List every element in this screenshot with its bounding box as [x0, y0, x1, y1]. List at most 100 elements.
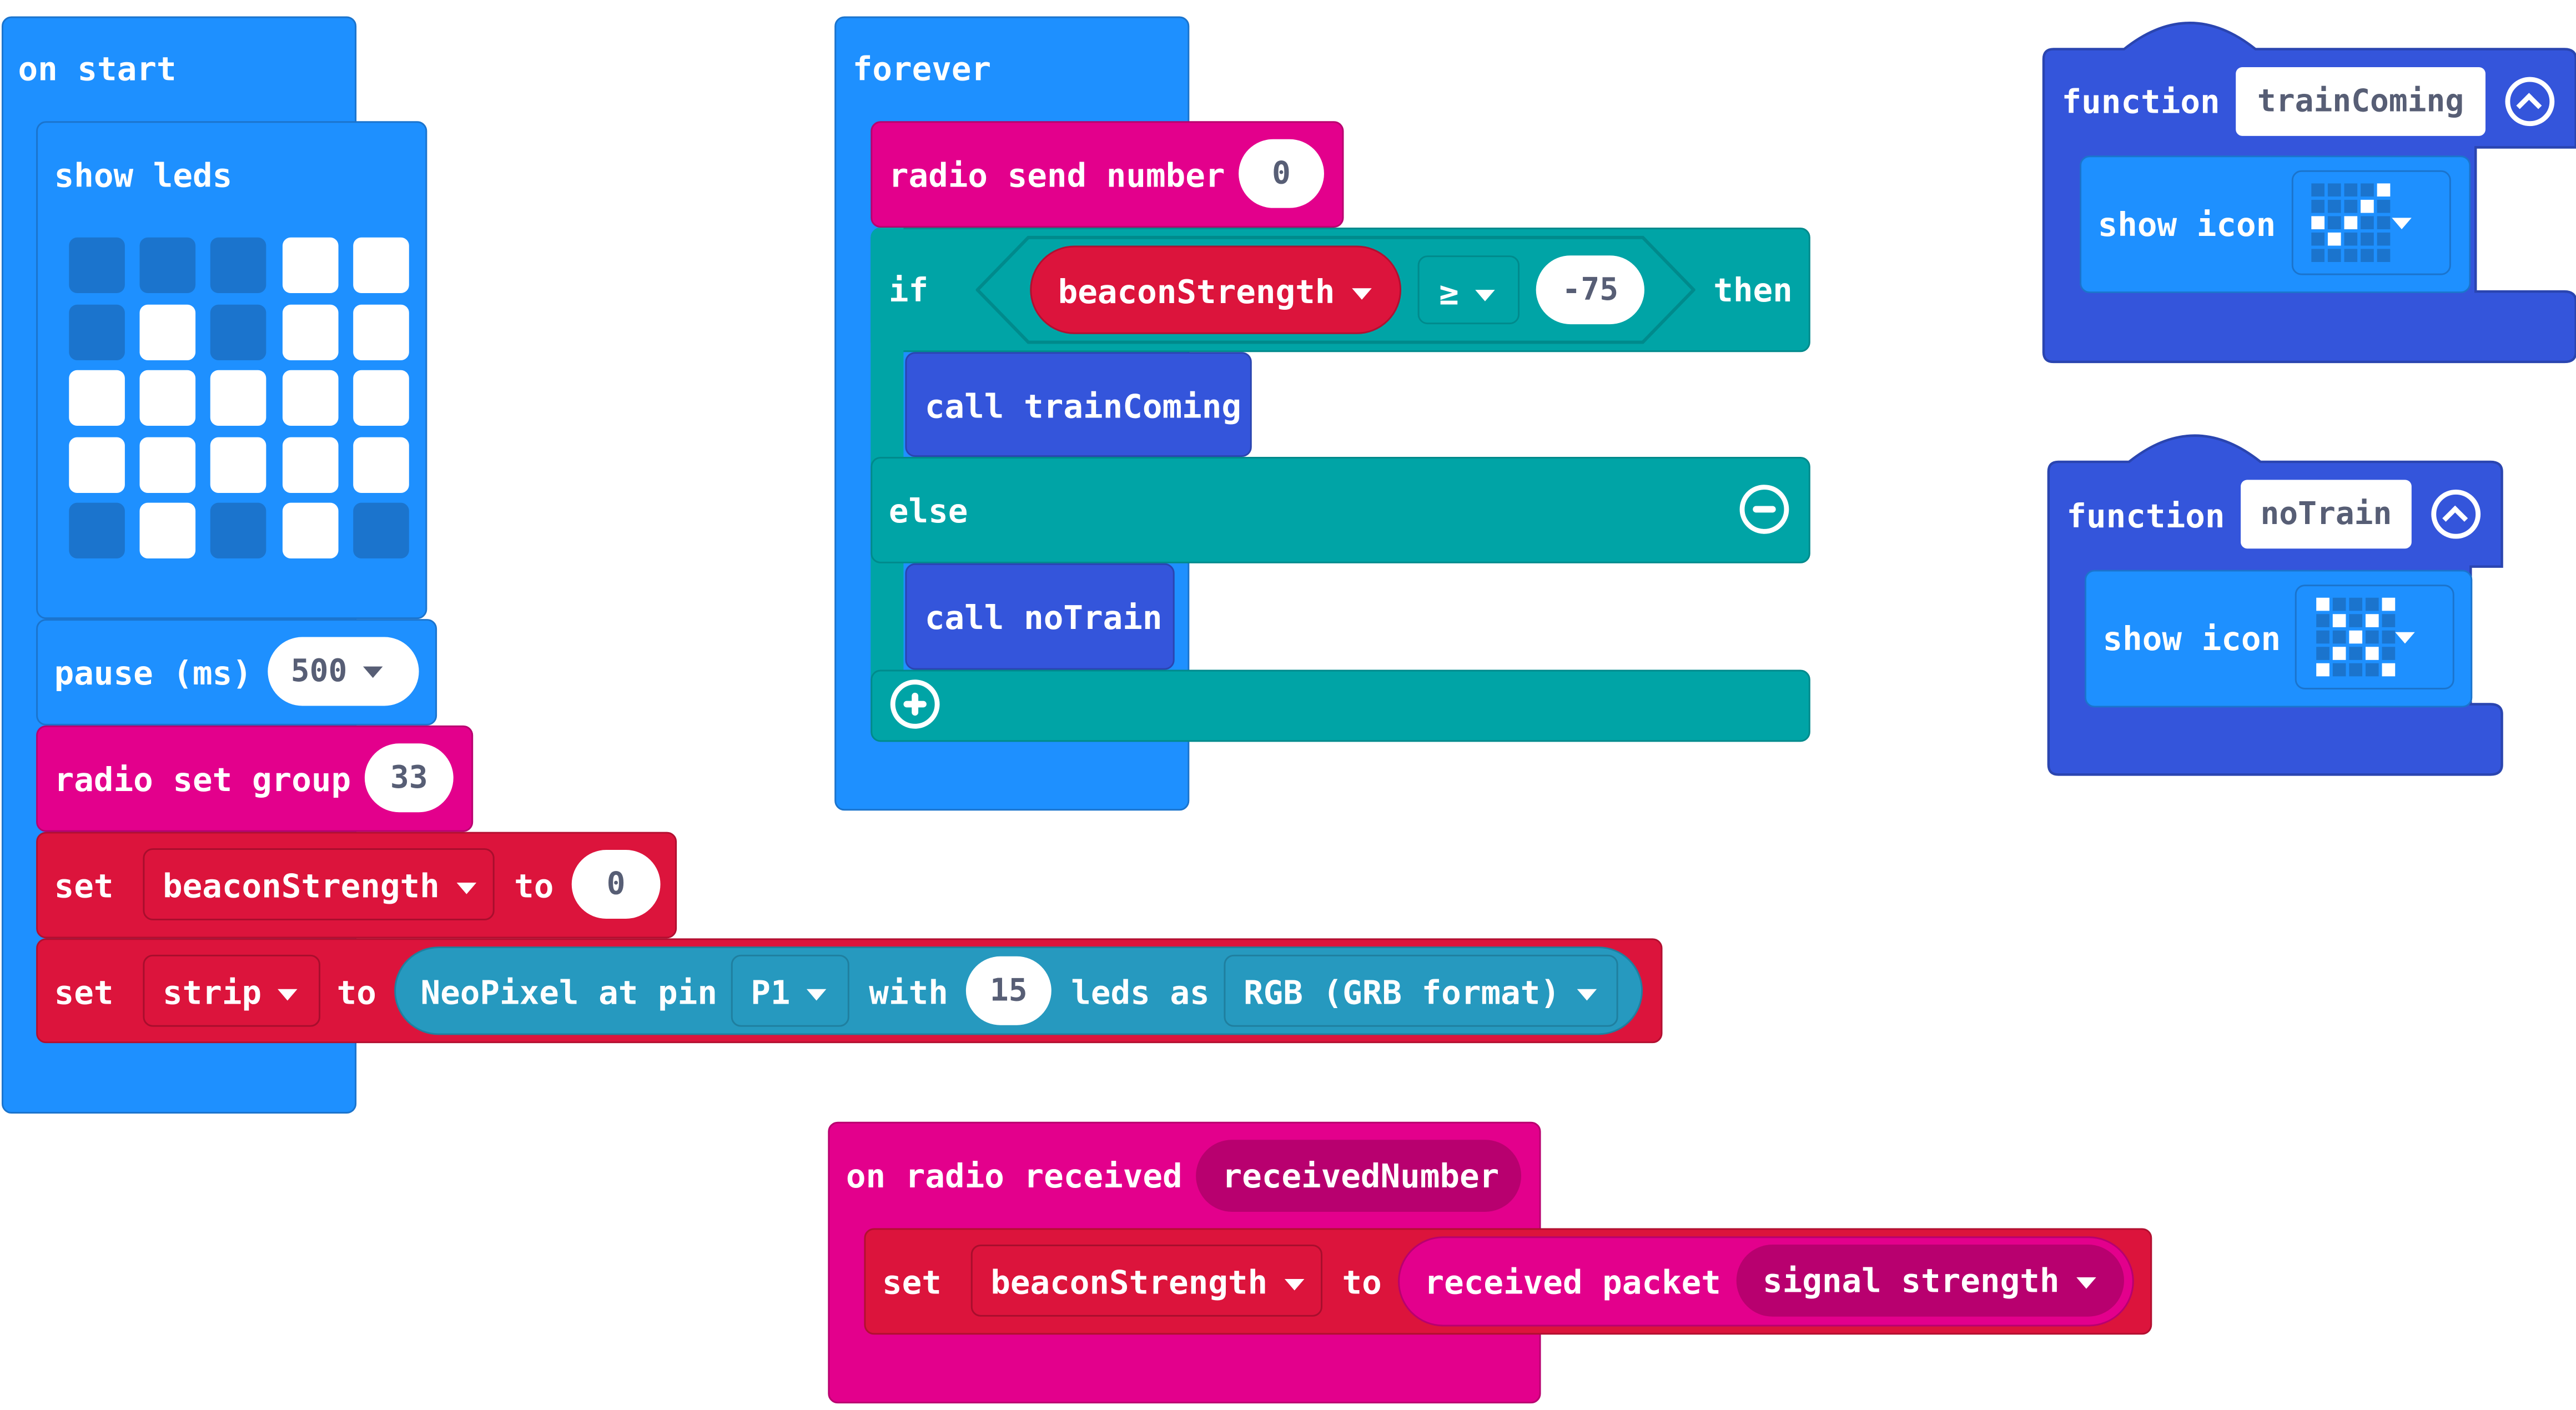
to-label: to [514, 866, 554, 906]
led-cell[interactable] [281, 370, 338, 426]
icon-pixel [2327, 249, 2341, 262]
led-cell[interactable] [353, 237, 409, 294]
led-cell[interactable] [353, 436, 409, 492]
variable-name: beaconStrength [990, 1262, 1268, 1302]
icon-pixel [2382, 663, 2396, 677]
icon-pixel [2377, 216, 2391, 229]
radio-send-label: radio send number [888, 155, 1225, 195]
led-cell[interactable] [210, 237, 267, 294]
packet-property-dropdown[interactable]: signal strength [1736, 1245, 2124, 1317]
packet-property-value: signal strength [1763, 1261, 2060, 1301]
icon-pixel [2361, 199, 2374, 213]
function-name-input[interactable]: trainComing [2236, 67, 2486, 136]
variable-dropdown-beacon[interactable]: beaconStrength [143, 848, 495, 920]
led-cell[interactable] [69, 370, 125, 426]
radio-send-input[interactable]: 0 [1239, 139, 1324, 208]
icon-pixel [2332, 597, 2346, 611]
if-else-footer [871, 669, 1810, 742]
set-value-input[interactable]: 0 [571, 850, 661, 919]
led-cell[interactable] [353, 370, 409, 426]
icon-pixel [2349, 614, 2363, 627]
received-number-param[interactable]: receivedNumber [1196, 1140, 1522, 1212]
radio-group-input[interactable]: 33 [364, 743, 454, 813]
chevron-down-icon [2076, 1277, 2096, 1289]
led-cell[interactable] [353, 502, 409, 558]
led-cell[interactable] [69, 304, 125, 360]
led-cell[interactable] [140, 237, 196, 294]
pixel-mode-dropdown[interactable]: RGB (GRB format) [1224, 954, 1618, 1027]
chevron-down-icon [1475, 290, 1495, 301]
icon-pixel [2349, 663, 2363, 677]
add-else-if-icon[interactable] [890, 679, 940, 729]
led-count-input[interactable]: 15 [965, 956, 1051, 1025]
chevron-down-icon [456, 883, 476, 894]
icon-pixel [2311, 199, 2325, 213]
collapse-icon[interactable] [2431, 490, 2481, 539]
leds-as-label: leds as [1071, 973, 1210, 1013]
led-cell[interactable] [210, 436, 267, 492]
show-icon-label: show icon [2097, 204, 2276, 244]
icon-pixel [2332, 614, 2346, 627]
icon-pixel [2316, 630, 2330, 644]
led-cell[interactable] [140, 370, 196, 426]
icon-pixel [2377, 249, 2391, 262]
led-cell[interactable] [281, 436, 338, 492]
led-cell[interactable] [69, 436, 125, 492]
led-cell[interactable] [140, 304, 196, 360]
radio-send-number-block[interactable] [871, 121, 1344, 228]
pause-value-dropdown[interactable]: 500 [268, 637, 419, 706]
call-traincoming-label: call trainComing [924, 386, 1241, 426]
variable-name: strip [162, 973, 262, 1013]
led-cell[interactable] [281, 237, 338, 294]
icon-pixel [2365, 614, 2379, 627]
set-label: set [882, 1262, 942, 1302]
compare-value-input[interactable]: -75 [1536, 255, 1644, 325]
icon-pixel [2377, 232, 2391, 246]
function-name-input[interactable]: noTrain [2241, 480, 2412, 549]
forever-label: forever [852, 49, 992, 89]
icon-dropdown[interactable] [2295, 585, 2454, 689]
icon-dropdown[interactable] [2291, 170, 2451, 275]
icon-pixel [2327, 216, 2341, 229]
led-cell[interactable] [69, 237, 125, 294]
collapse-icon[interactable] [2505, 77, 2555, 127]
icon-pixel [2316, 597, 2330, 611]
to-label: to [336, 973, 376, 1013]
led-cell[interactable] [69, 502, 125, 558]
neopixel-label: NeoPixel at pin [420, 973, 717, 1013]
led-cell[interactable] [281, 502, 338, 558]
icon-pixel [2361, 183, 2374, 197]
icon-pixel [2332, 647, 2346, 660]
icon-pixel [2327, 199, 2341, 213]
radio-received-label: on radio received [846, 1156, 1183, 1196]
icon-pixel [2344, 199, 2358, 213]
led-cell[interactable] [353, 304, 409, 360]
icon-pixel [2344, 232, 2358, 246]
led-cell[interactable] [281, 304, 338, 360]
led-cell[interactable] [210, 304, 267, 360]
show-icon-label: show icon [2102, 619, 2281, 658]
icon-pixel [2332, 630, 2346, 644]
led-cell[interactable] [210, 370, 267, 426]
icon-pixel [2382, 614, 2396, 627]
icon-pixel [2344, 249, 2358, 262]
chevron-down-icon [1576, 989, 1597, 1001]
pin-dropdown[interactable]: P1 [731, 954, 849, 1027]
operator-value: ≥ [1439, 273, 1459, 313]
call-notrain-block[interactable] [905, 563, 1175, 670]
call-traincoming-block[interactable] [905, 352, 1252, 457]
led-cell[interactable] [140, 502, 196, 558]
icon-pixel [2344, 216, 2358, 229]
chevron-down-icon [363, 666, 384, 678]
remove-else-icon[interactable] [1739, 485, 1789, 534]
variable-dropdown-strip[interactable]: strip [143, 954, 321, 1027]
variable-reporter-beacon[interactable]: beaconStrength [1030, 245, 1402, 334]
received-packet-label: received packet [1424, 1262, 1721, 1302]
icon-pixel [2361, 232, 2374, 246]
led-cell[interactable] [210, 502, 267, 558]
icon-pixel [2382, 647, 2396, 660]
led-cell[interactable] [140, 436, 196, 492]
variable-dropdown-beacon[interactable]: beaconStrength [970, 1245, 1322, 1317]
operator-dropdown[interactable]: ≥ [1417, 255, 1520, 325]
